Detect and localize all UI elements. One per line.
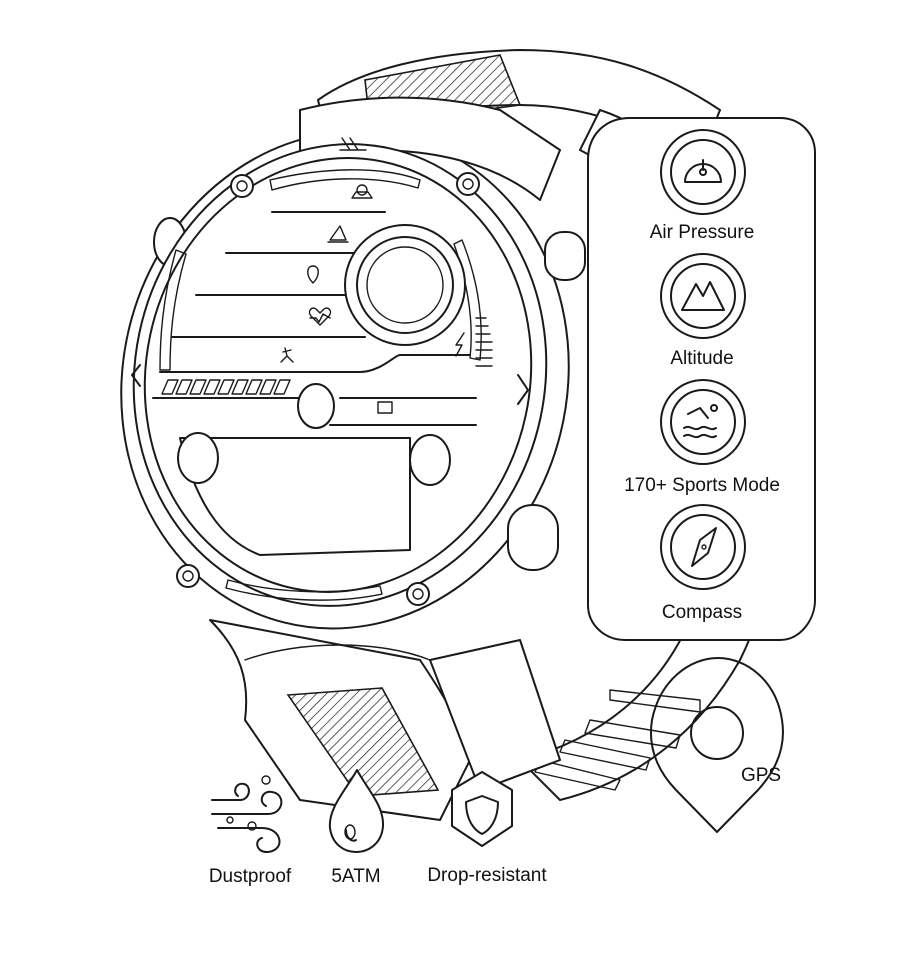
shield-icon [451, 771, 513, 847]
altitude-label: Altitude [670, 348, 733, 369]
right-top-button [544, 231, 586, 281]
weather-icon [351, 184, 373, 199]
watch-case [120, 96, 586, 630]
right-bottom-button [507, 504, 559, 571]
feature-altitude: Altitude [660, 253, 746, 369]
dustproof-label: Dustproof [209, 866, 292, 887]
feature-drop-resistant: Drop-resistant [427, 771, 547, 886]
sub-dial [344, 224, 466, 346]
feature-gps: GPS [649, 657, 784, 833]
top-mark [339, 137, 367, 151]
charging-icon [455, 332, 465, 357]
progress-segments [161, 379, 291, 395]
compass-label: Compass [662, 602, 742, 623]
runner-icon [280, 347, 294, 363]
swimmer-icon [683, 404, 718, 439]
signal-bars [475, 317, 493, 367]
feature-compass: Compass [660, 504, 746, 623]
feature-dustproof: Dustproof [209, 775, 292, 887]
heart-rate-icon [308, 307, 332, 326]
right-arrow-mark [517, 374, 529, 405]
sports-mode-label: 170+ Sports Mode [624, 475, 780, 496]
location-pin-icon [649, 657, 784, 833]
screws [176, 172, 480, 606]
bottom-strap [209, 619, 561, 821]
location-icon [307, 265, 319, 284]
feature-water: 5ATM [328, 769, 385, 887]
gauge-icon [684, 159, 722, 183]
compass-icon [691, 527, 717, 567]
air-pressure-label: Air Pressure [650, 222, 755, 243]
gps-label: GPS [741, 765, 781, 786]
mountain-icon [681, 281, 725, 311]
watch-screen [152, 184, 493, 556]
water-drop-icon [328, 769, 385, 853]
drop-resistant-label: Drop-resistant [427, 865, 547, 886]
5atm-label: 5ATM [331, 866, 380, 887]
left-arrow-mark [131, 364, 141, 387]
feature-air-pressure: Air Pressure [650, 129, 755, 243]
feature-sports: 170+ Sports Mode [624, 379, 780, 496]
feature-panel [587, 117, 816, 641]
altitude-icon [327, 225, 349, 243]
battery-icon [377, 401, 393, 414]
wind-dust-icon [211, 775, 283, 854]
